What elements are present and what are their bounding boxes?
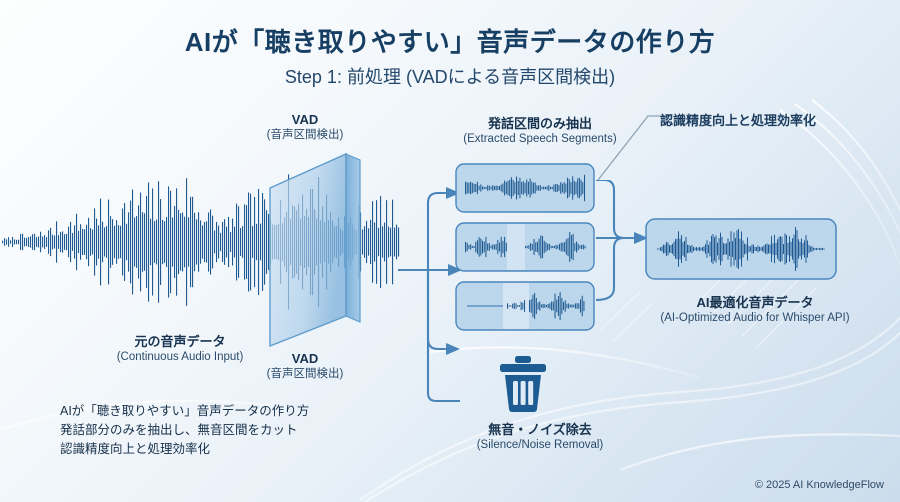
branch-connector [398,187,462,403]
trash-can-icon [500,356,546,412]
segments-label-en: (Extracted Speech Segments) [463,133,617,145]
segments-label: 発話区間のみ抽出 (Extracted Speech Segments) [420,116,660,147]
vad-bottom-label-en: (音声区間検出) [266,368,344,380]
vad-bottom-label-jp: VAD [291,351,319,366]
copyright-notice: © 2025 AI KnowledgeFlow [754,479,884,491]
trash-label: 無音・ノイズ除去 (Silence/Noise Removal) [425,422,655,453]
source-label-en: (Continuous Audio Input) [116,351,244,363]
summary-caption: AIが「聴き取りやすい」音声データの作り方 発話部分のみを抽出し、無音区間をカッ… [60,402,309,459]
benefit-annotation: 認識精度向上と処理効率化 [660,113,817,128]
output-label: AI最適化音声データ (AI-Optimized Audio for Whisp… [630,295,880,326]
caption-line-2: 発話部分のみを抽出し、無音区間をカット [60,423,298,437]
speech-segment-cards [455,163,595,331]
vad-top-label-jp: VAD [291,112,319,127]
page-title: AIが「聴き取りやすい」音声データの作り方 [184,27,716,57]
vad-top-label: VAD (音声区間検出) [215,112,395,143]
annotation-leader-line [597,115,672,181]
vad-top-label-en: (音声区間検出) [266,129,344,141]
source-label-jp: 元の音声データ [134,334,226,349]
trash-label-en: (Silence/Noise Removal) [476,439,604,451]
merge-connector [596,180,648,302]
page-subtitle: Step 1: 前処理 (VADによる音声区間検出) [284,67,616,87]
caption-line-1: AIが「聴き取りやすい」音声データの作り方 [60,404,310,418]
output-label-en: (AI-Optimized Audio for Whisper API) [660,312,850,324]
source-label: 元の音声データ (Continuous Audio Input) [65,334,295,365]
output-audio-card [645,218,837,280]
trash-label-jp: 無音・ノイズ除去 [488,422,592,437]
segments-label-jp: 発話区間のみ抽出 [487,116,592,131]
caption-line-3: 認識精度向上と処理効率化 [60,442,211,456]
vad-prism-icon [269,152,361,348]
vad-bottom-label: VAD (音声区間検出) [215,351,395,382]
output-label-jp: AI最適化音声データ [696,295,814,310]
